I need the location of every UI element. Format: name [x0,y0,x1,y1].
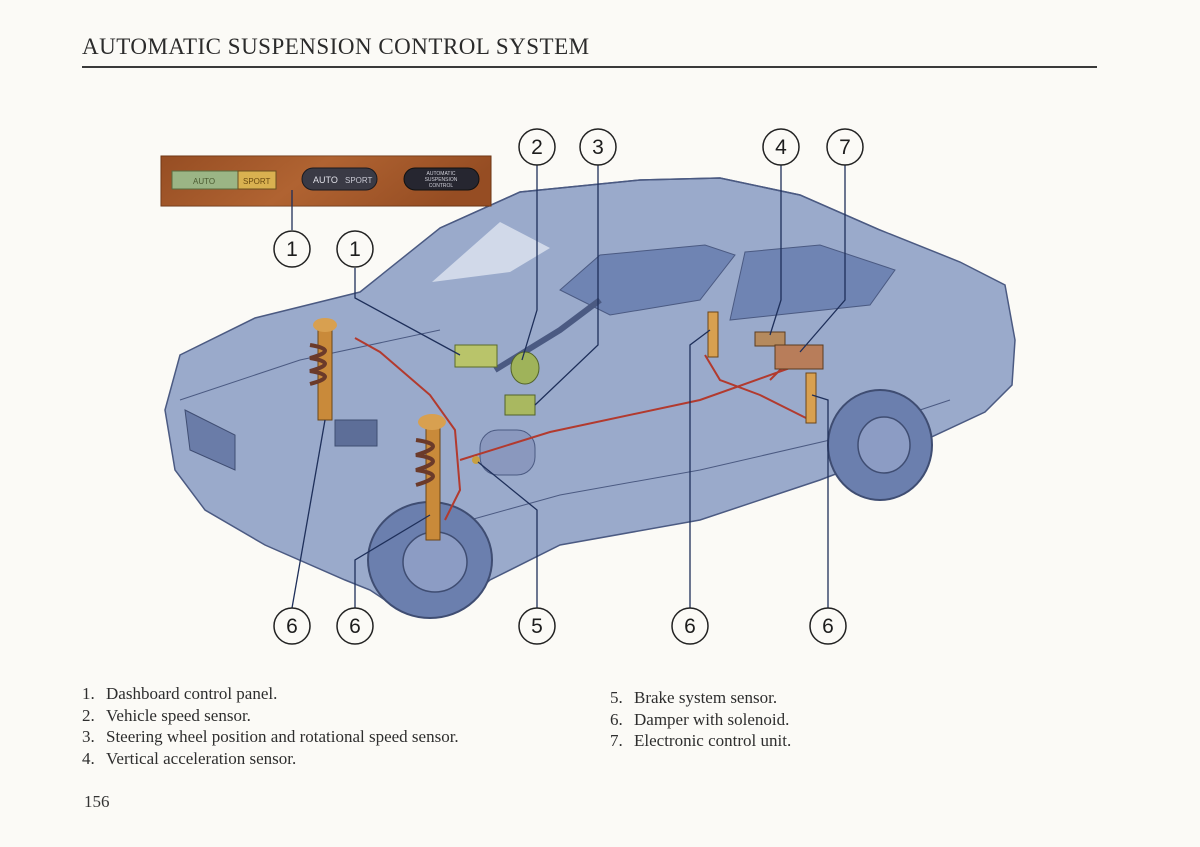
front-right-damper [415,414,446,541]
acceleration-sensor [754,331,786,347]
page-number: 156 [84,792,110,811]
indicator-line3: CONTROL [429,183,454,189]
page-title: AUTOMATIC SUSPENSION CONTROL SYSTEM [82,34,590,59]
steering-position-sensor [504,394,536,416]
callout-7: 7 [826,128,864,166]
mode-switch-sport: SPORT [345,176,373,185]
roof-line [439,177,881,231]
callout-6-front-right: 6 [336,607,374,645]
suspension-indicator [403,167,480,191]
auto-lamp-label: AUTO [193,177,215,186]
callout-2: 2 [518,128,556,166]
mode-switch-auto: AUTO [313,175,338,185]
title-rule [82,66,1097,68]
callout-4: 4 [762,128,800,166]
leader-lines [291,165,846,609]
svg-text:1: 1 [286,238,298,261]
legend-item: 7.Electronic control unit. [610,731,792,750]
svg-text:2: 2 [531,136,543,159]
legend-item: 6.Damper with solenoid. [610,709,790,729]
dashboard-control-panel: AUTO SPORT AUTO SPORT AUTOMATIC SUSPENSI… [160,155,492,207]
callout-6-front-left: 6 [273,607,311,645]
rear-right-damper [805,372,817,424]
side-window-rear [729,244,896,321]
callout-5: 5 [518,607,556,645]
front-grille [184,409,236,471]
callout-6-rear-left: 6 [671,607,709,645]
vehicle-speed-sensor [510,351,540,385]
windshield [432,222,550,282]
battery [334,419,378,447]
steering-sensor-bracket [454,344,498,368]
svg-text:7: 7 [839,136,851,159]
car-illustration [164,177,1016,619]
legend-item: 4.Vertical acceleration sensor. [82,748,297,768]
legend-item: 2.Vehicle speed sensor. [82,705,251,725]
callout-3: 3 [579,128,617,166]
front-left-damper [309,318,337,421]
indicator-line2: SUSPENSION [425,177,458,183]
callout-6-rear-right: 6 [809,607,847,645]
mode-switch[interactable] [301,167,378,191]
callout-1-steering: 1 [336,230,374,268]
svg-text:6: 6 [822,615,834,638]
sport-lamp-label: SPORT [243,177,271,186]
sport-lamp [237,170,277,190]
brake-booster [479,429,536,476]
front-brake-disc [402,531,468,593]
electronic-control-unit [774,344,824,370]
svg-text:1: 1 [349,238,361,261]
side-window-front [559,244,736,316]
legend-item: 5.Brake system sensor. [610,688,778,707]
svg-text:6: 6 [286,615,298,638]
rear-brake-disc [857,416,911,474]
svg-text:4: 4 [775,136,787,159]
legend-right: 5.Brake system sensor. 6.Damper with sol… [610,687,791,752]
wiring-harness [354,337,811,521]
indicator-line1: AUTOMATIC [427,171,456,177]
svg-text:3: 3 [592,136,604,159]
callout-1-panel: 1 [273,230,311,268]
svg-text:6: 6 [684,615,696,638]
legend-item: 3.Steering wheel position and rotational… [82,727,459,746]
svg-text:6: 6 [349,615,361,638]
hood-line [179,329,441,401]
svg-text:5: 5 [531,615,543,638]
legend-left: 1.Dashboard control panel. 2.Vehicle spe… [82,683,459,769]
rear-left-damper [707,311,719,358]
legend-item: 1.Dashboard control panel. [82,684,278,703]
